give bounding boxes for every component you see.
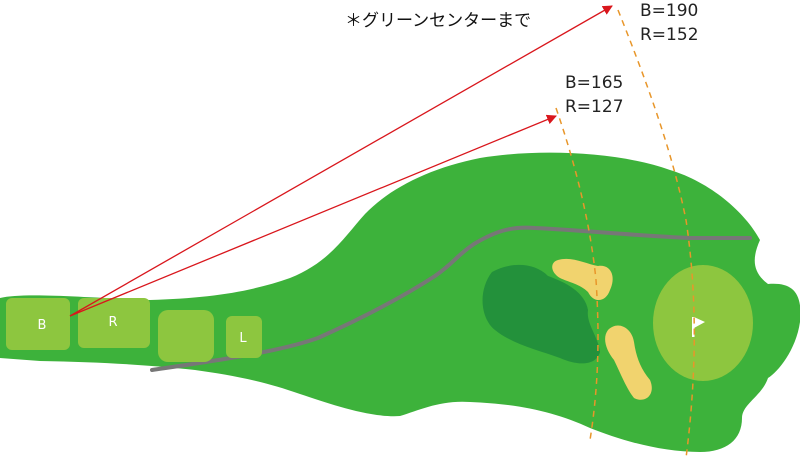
tee-box-ladies	[226, 316, 262, 358]
near-regular-distance: R=127	[565, 97, 624, 117]
distance-arc-far	[617, 9, 695, 459]
tee-box-middle	[158, 310, 214, 362]
cart-path	[150, 225, 752, 372]
distance-note: ＊グリーンセンターまで	[345, 11, 532, 31]
tee-box-back	[6, 298, 70, 350]
tee-box-regular	[78, 298, 150, 348]
arrow-to-far-line	[69, 5, 613, 317]
flag-icon	[692, 317, 705, 337]
bunker-lower	[605, 325, 652, 400]
distance-arc-near	[555, 107, 599, 441]
far-regular-distance: R=152	[640, 25, 699, 45]
arrow-to-near-line	[69, 114, 557, 317]
tee-label-back: B	[38, 318, 47, 333]
tee-label-regular: R	[108, 315, 117, 330]
bunker-upper	[552, 258, 613, 301]
rough-area	[0, 152, 800, 452]
tree-cluster	[482, 264, 600, 364]
near-back-distance: B=165	[565, 73, 624, 93]
far-back-distance: B=190	[640, 1, 699, 21]
tee-label-ladies: L	[239, 331, 247, 346]
